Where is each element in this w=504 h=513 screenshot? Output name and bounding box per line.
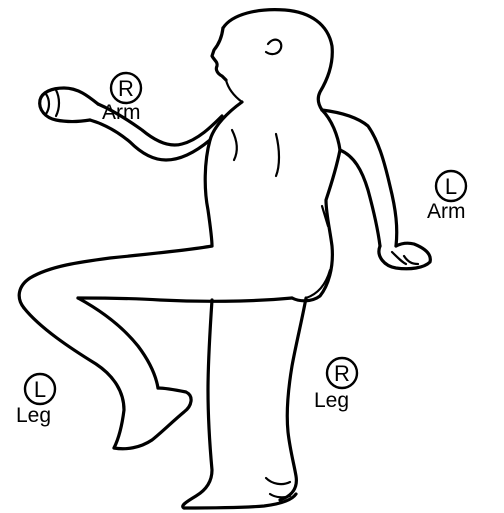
chest-outline — [205, 102, 242, 246]
label-left-arm-text: Arm — [427, 200, 466, 223]
label-right-leg-text: Leg — [314, 389, 349, 412]
right-ankle-detail — [266, 478, 290, 497]
left-shin-front — [78, 298, 158, 388]
label-right-leg-side: R — [334, 361, 350, 386]
label-right-arm: R Arm — [102, 73, 141, 124]
head-outline — [223, 10, 332, 110]
label-left-arm: L Arm — [427, 171, 466, 223]
left-foot — [114, 388, 191, 449]
left-hand-fingers — [392, 252, 418, 264]
face-profile — [212, 28, 226, 80]
label-left-leg-side: L — [34, 377, 46, 402]
label-left-arm-side: L — [445, 174, 457, 199]
ear — [266, 40, 281, 54]
back-outline — [292, 110, 340, 301]
label-left-leg-text: Leg — [16, 404, 51, 427]
right-fist-fingers — [46, 90, 59, 116]
torso-detail — [232, 130, 237, 160]
label-right-arm-text: Arm — [102, 101, 141, 124]
label-right-leg: R Leg — [314, 358, 357, 412]
left-thigh-bottom — [78, 298, 292, 301]
right-leg-back — [280, 298, 306, 500]
human-figure-drawing — [19, 10, 430, 508]
label-left-leg: L Leg — [16, 374, 55, 427]
jaw-line — [226, 80, 242, 102]
right-leg-front — [183, 300, 212, 508]
spine-detail — [276, 134, 279, 176]
left-arm-front — [340, 150, 380, 246]
label-right-arm-side: R — [118, 76, 134, 101]
